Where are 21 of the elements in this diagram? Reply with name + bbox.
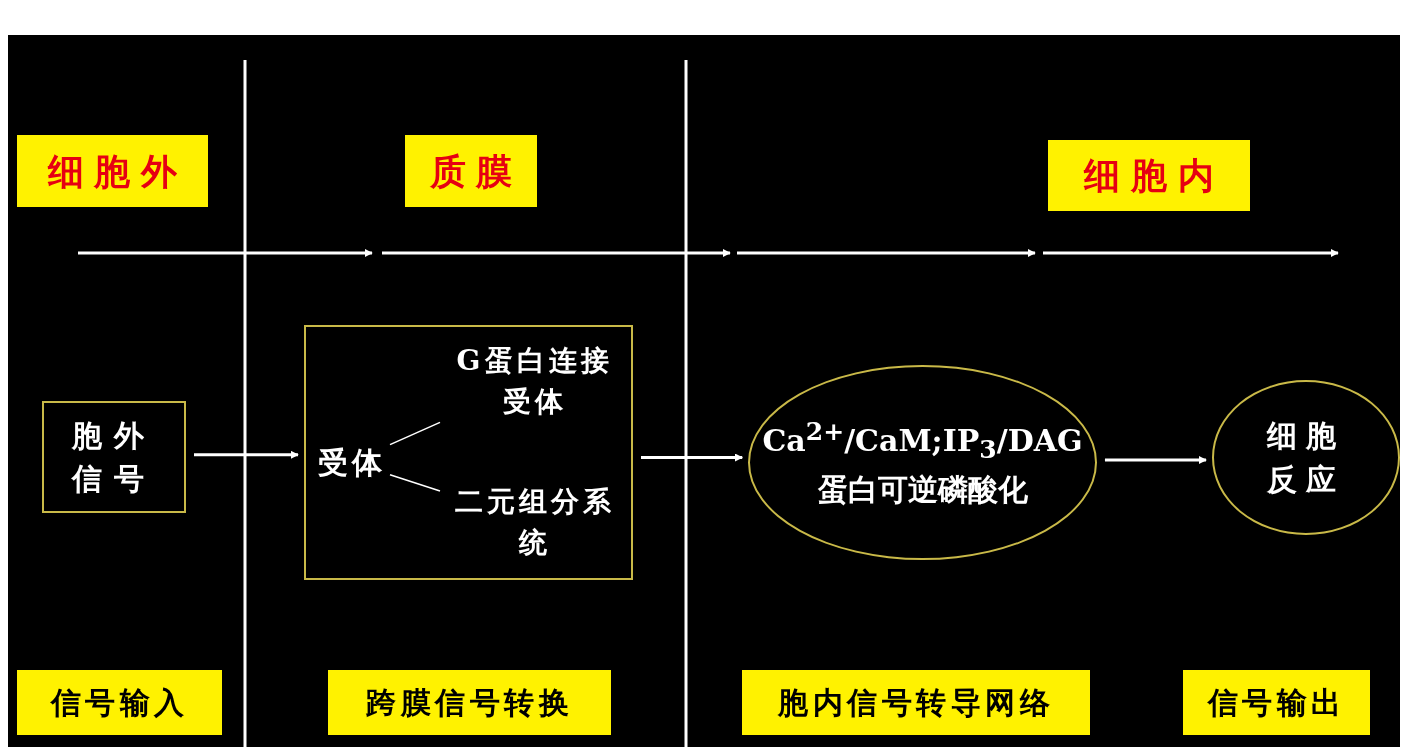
process-box	[304, 325, 633, 580]
connector-line	[389, 473, 441, 492]
stage-label: 胞内信号转导网络	[742, 670, 1090, 735]
arrow	[1104, 456, 1207, 464]
stage-label: 信号输出	[1183, 670, 1370, 735]
process-box: 胞外信号	[42, 401, 186, 513]
arrow	[641, 453, 744, 462]
node-text: Ca$^{2+}$/CaM;IP$_{3}$/DAG	[762, 415, 1083, 466]
node-label: 二元组分系统	[441, 474, 629, 571]
stage-label: 信号输入	[17, 670, 222, 735]
connector-line	[389, 421, 441, 446]
node-label: 受体	[313, 439, 391, 487]
stage-label: 跨膜信号转换	[328, 670, 611, 735]
process-ellipse: 细胞反应	[1212, 380, 1400, 535]
region-label: 细胞外	[17, 135, 208, 207]
node-text: 蛋白可逆磷酸化	[817, 470, 1028, 509]
arrow	[194, 450, 299, 459]
region-label: 细胞内	[1048, 140, 1250, 211]
node-label: G蛋白连接受体	[441, 334, 629, 429]
region-label: 质膜	[405, 135, 537, 207]
process-ellipse	[748, 365, 1097, 560]
